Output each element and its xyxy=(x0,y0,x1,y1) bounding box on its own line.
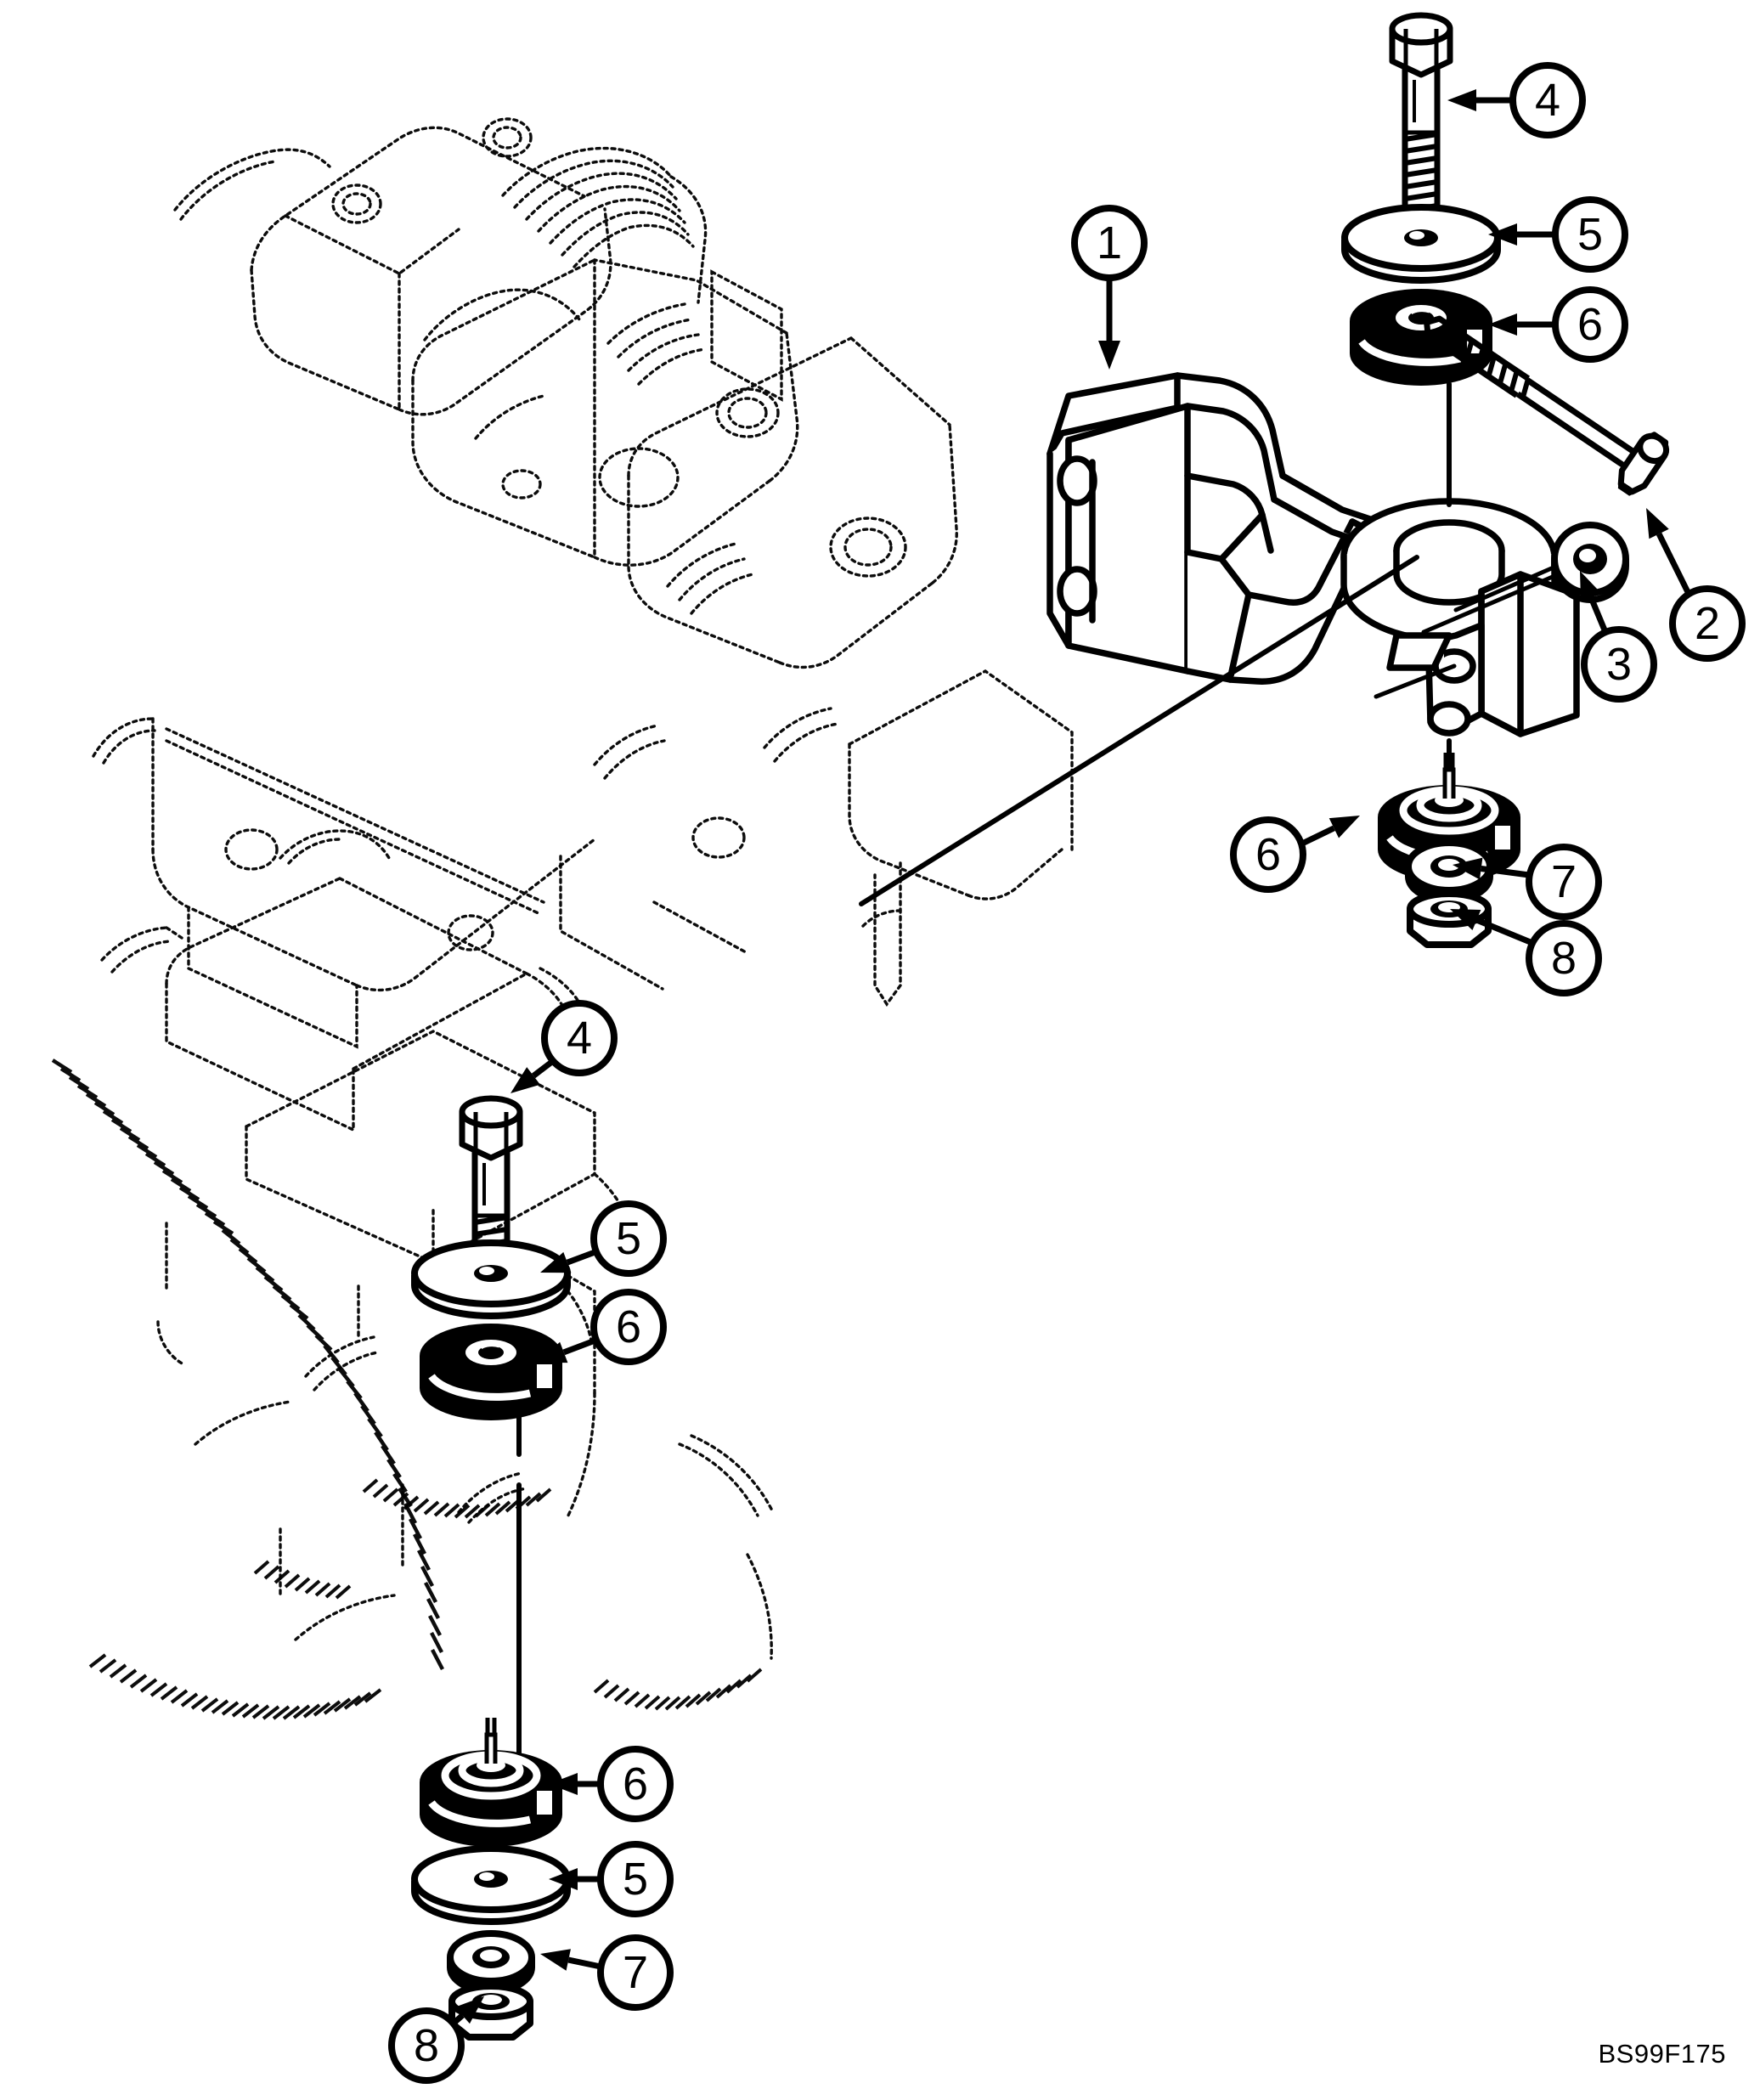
callout-number: 6 xyxy=(623,1758,648,1809)
callout-number: 6 xyxy=(616,1301,641,1352)
flat-washer-lower xyxy=(415,1243,567,1316)
leader-arrowhead xyxy=(537,1341,568,1363)
flat-washer-upper xyxy=(1345,207,1498,280)
callout-layer: 1 2 3 4 5 6 6 7 8 4 5 6 6 5 7 8 xyxy=(388,62,1746,2084)
flywheel-housing-hatch-band xyxy=(51,1058,444,1671)
callout-number: 5 xyxy=(1577,209,1603,260)
leader-arrowhead xyxy=(1098,341,1120,370)
washer-small-art xyxy=(1551,522,1629,603)
leader-line xyxy=(1656,532,1691,594)
callout-number: 4 xyxy=(1535,75,1560,126)
callout-bubble[interactable] xyxy=(1552,286,1628,363)
hex-head-cap-screw-upper xyxy=(1392,15,1450,224)
leader-arrowhead xyxy=(454,1996,484,2024)
callout-number: 5 xyxy=(616,1213,641,1264)
callout-flat-washer-large-5[interactable]: 5 xyxy=(1488,196,1628,273)
leader-arrowhead xyxy=(549,1773,578,1795)
leader-arrowhead xyxy=(1488,223,1517,246)
callout-bubble[interactable] xyxy=(597,1841,674,1917)
callout-engine-mounting-bracket-1[interactable]: 1 xyxy=(1071,205,1148,370)
upper-hardware-stack xyxy=(1345,15,1498,386)
callout-number: 1 xyxy=(1097,217,1122,268)
engine-mounting-bracket-art xyxy=(1046,372,1580,737)
callout-rubber-isolator-mount-6c[interactable]: 6 xyxy=(537,1289,667,1365)
leader-arrowhead xyxy=(540,1949,571,1971)
callout-number: 6 xyxy=(1255,829,1281,880)
leader-line xyxy=(1300,825,1335,847)
callout-number: 7 xyxy=(1551,856,1577,907)
engine-phantom-outline xyxy=(173,117,1074,1008)
callout-bubble[interactable] xyxy=(1526,844,1602,920)
callout-hex-nut-8[interactable]: 8 xyxy=(1450,909,1602,996)
callout-lock-washer-7b[interactable]: 7 xyxy=(540,1934,674,2011)
rubber-isolator-bottom xyxy=(420,1718,562,1847)
flat-washer-bottom xyxy=(415,1849,567,1922)
leader-arrowhead xyxy=(1328,816,1360,838)
callout-hex-nut-8b[interactable]: 8 xyxy=(388,1996,484,2084)
callout-bubble[interactable] xyxy=(541,1000,618,1076)
callout-number: 3 xyxy=(1606,639,1632,690)
leader-arrowhead xyxy=(1453,857,1483,880)
callout-number: 7 xyxy=(623,1947,648,1998)
leader-line xyxy=(562,1336,599,1356)
leader-line xyxy=(531,1058,556,1079)
callout-number: 8 xyxy=(1551,933,1577,984)
callout-bubble[interactable] xyxy=(1509,62,1586,138)
leader-arrowhead xyxy=(511,1067,540,1093)
callout-bubble[interactable] xyxy=(1669,585,1746,662)
frame-phantom-outline xyxy=(92,717,775,1660)
callout-rubber-isolator-mount-6[interactable]: 6 xyxy=(1488,286,1628,363)
callout-bubble[interactable] xyxy=(388,2007,465,2084)
leader-arrowhead xyxy=(1488,313,1517,336)
figure-code: BS99F175 xyxy=(1598,2039,1726,2069)
lower-left-hardware-stack xyxy=(415,1098,567,1420)
callout-bubble[interactable] xyxy=(1526,920,1602,996)
housing-edge-hatch-upper xyxy=(253,1478,552,1600)
leader-line xyxy=(1475,917,1534,946)
bottom-hardware-stack xyxy=(415,1718,567,2041)
callout-bubble[interactable] xyxy=(597,1934,674,2011)
callout-bubble[interactable] xyxy=(1071,205,1148,281)
callout-cap-screw-long-2[interactable]: 2 xyxy=(1646,508,1746,662)
housing-rim-hatch-lower xyxy=(88,1653,763,1720)
callout-flat-washer-large-5c[interactable]: 5 xyxy=(549,1841,674,1917)
leader-line xyxy=(567,1956,601,1970)
callout-bubble[interactable] xyxy=(1552,196,1628,273)
callout-lock-washer-7[interactable]: 7 xyxy=(1453,844,1602,920)
cap-screw-long-art xyxy=(1424,315,1670,496)
callout-number: 4 xyxy=(567,1013,592,1064)
leader-arrowhead xyxy=(1580,571,1602,602)
callout-number: 2 xyxy=(1695,598,1720,649)
callout-bubble[interactable] xyxy=(1581,626,1657,703)
callout-hex-head-cap-screw-4[interactable]: 4 xyxy=(1447,62,1586,138)
callout-flat-washer-large-5b[interactable]: 5 xyxy=(540,1200,667,1277)
callout-washer-small-3[interactable]: 3 xyxy=(1580,571,1657,703)
leader-line xyxy=(566,1248,599,1266)
callout-number: 6 xyxy=(1577,299,1603,350)
leader-line xyxy=(1588,596,1609,634)
lower-right-hardware-stack xyxy=(1378,753,1520,948)
leader-arrowhead xyxy=(549,1868,578,1890)
callout-bubble[interactable] xyxy=(597,1746,674,1822)
rubber-isolator-lower xyxy=(420,1324,562,1420)
leader-arrowhead xyxy=(1450,909,1481,930)
leader-line xyxy=(1481,866,1530,878)
callout-number: 5 xyxy=(623,1854,648,1905)
callout-rubber-isolator-mount-6d[interactable]: 6 xyxy=(549,1746,674,1822)
callout-rubber-isolator-mount-6b[interactable]: 6 xyxy=(1230,816,1360,893)
callout-bubble[interactable] xyxy=(590,1289,667,1365)
callout-number: 8 xyxy=(414,2020,439,2071)
callout-hex-head-cap-screw-4b[interactable]: 4 xyxy=(511,1000,618,1093)
leader-arrowhead xyxy=(1447,89,1476,111)
callout-bubble[interactable] xyxy=(1230,816,1306,893)
callout-bubble[interactable] xyxy=(590,1200,667,1277)
leader-arrowhead xyxy=(1646,508,1669,539)
leader-arrowhead xyxy=(540,1251,572,1273)
